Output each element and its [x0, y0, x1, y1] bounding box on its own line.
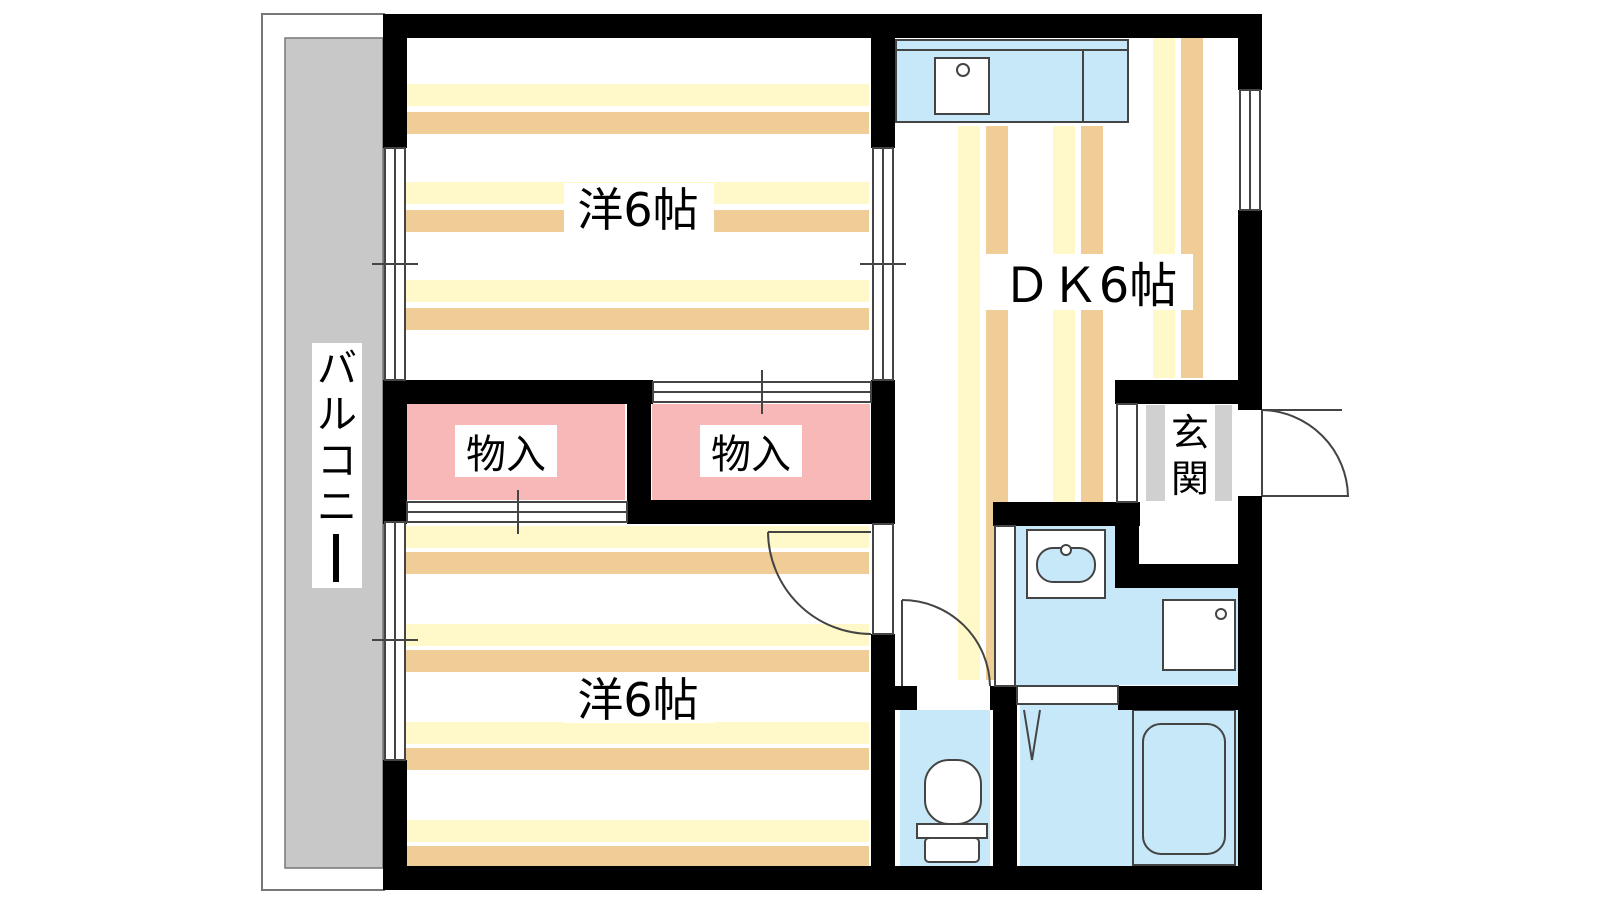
walls [383, 14, 1262, 890]
svg-text:コ: コ [317, 438, 357, 484]
toilet-room [900, 710, 990, 868]
shower-icon [1023, 709, 1041, 761]
balcony-label: バ ル コ ニ [317, 346, 357, 582]
entrance-label-2: 関 [1171, 457, 1209, 501]
entrance-side-panel [1116, 403, 1138, 503]
closet-left-label: 物入 [466, 432, 546, 478]
toilet-icon [916, 759, 988, 863]
door-bottom-room [767, 523, 894, 635]
washroom-door [994, 525, 1016, 687]
kitchen-counter [895, 39, 1129, 123]
western-room-top-label: 洋6帖 [577, 183, 698, 237]
svg-text:バ: バ [317, 346, 357, 392]
bathtub-icon [1132, 709, 1236, 866]
door-entrance [1261, 409, 1350, 497]
bathroom [1020, 705, 1240, 868]
swing-doors [767, 409, 1350, 687]
closet-right: 物入 [652, 404, 870, 500]
windows [372, 89, 1261, 761]
entrance-label-1: 玄 [1171, 411, 1209, 455]
dining-kitchen-label: ＤＫ6帖 [1003, 258, 1178, 314]
door-toilet [901, 599, 991, 687]
svg-text:ル: ル [317, 392, 357, 438]
closet-right-label: 物入 [711, 432, 791, 478]
closet-left: 物入 [405, 402, 625, 500]
dining-kitchen: ＤＫ6帖 [893, 36, 1243, 680]
western-room-top: 洋6帖 [405, 36, 869, 380]
western-room-bottom: 洋6帖 [405, 522, 869, 868]
western-room-bottom-label: 洋6帖 [577, 673, 698, 727]
svg-text:ニ: ニ [317, 484, 357, 530]
balcony: バ ル コ ニ [261, 13, 385, 891]
